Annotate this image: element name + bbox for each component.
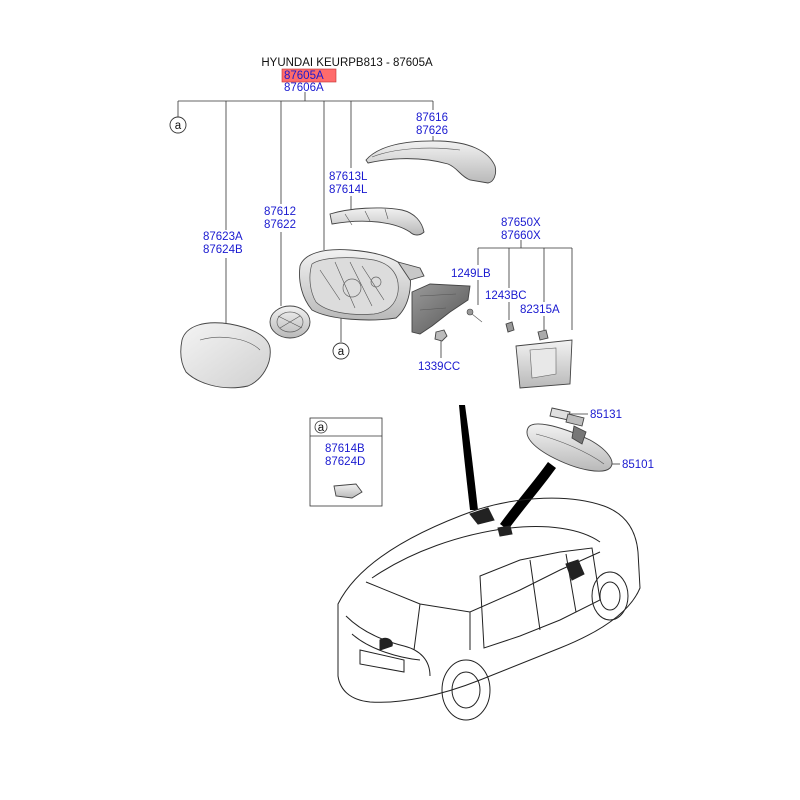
part-label-87650x[interactable]: 87650X [501, 217, 541, 229]
svg-text:a: a [318, 422, 325, 434]
part-label-87616[interactable]: 87616 [416, 112, 448, 124]
part-label-87624d[interactable]: 87624D [325, 456, 365, 468]
inner-mirror-part[interactable] [526, 423, 613, 472]
mirror-actuator-part[interactable] [269, 305, 311, 339]
part-label-87622[interactable]: 87622 [264, 219, 296, 231]
clip-82315a[interactable] [537, 329, 549, 341]
part-label-87626[interactable]: 87626 [416, 125, 448, 137]
mirror-glass-part[interactable] [180, 322, 271, 389]
part-label-82315a[interactable]: 82315A [520, 304, 560, 316]
callout-a-top[interactable]: a [169, 116, 187, 134]
highlight-box [281, 68, 337, 83]
inset-box: a 87614B 87624D [309, 417, 383, 507]
side-repeater-lamp-part[interactable] [333, 483, 363, 499]
part-label-87605a[interactable]: 87605A [284, 70, 324, 82]
part-label-1243bc[interactable]: 1243BC [485, 290, 527, 302]
callout-a-housing[interactable]: a [332, 342, 350, 360]
pointer-arrow-left [459, 405, 478, 510]
nut-1339cc[interactable] [434, 329, 448, 342]
part-label-85131[interactable]: 85131 [590, 409, 622, 421]
mirror-housing-part[interactable] [299, 249, 425, 321]
part-label-87624b[interactable]: 87624B [203, 244, 243, 256]
part-label-85101[interactable]: 85101 [622, 459, 654, 471]
screw-1249lb[interactable] [466, 308, 483, 323]
leader-lines [177, 92, 620, 482]
part-label-1339cc[interactable]: 1339CC [418, 361, 460, 373]
mirror-garnish-part[interactable] [329, 207, 425, 236]
part-label-87614l[interactable]: 87614L [329, 184, 368, 196]
part-label-87660x[interactable]: 87660X [501, 230, 541, 242]
part-label-87614b[interactable]: 87614B [325, 443, 365, 455]
vehicle-illustration [337, 497, 641, 721]
screw-1243bc[interactable] [505, 321, 515, 333]
svg-text:a: a [338, 346, 345, 358]
pointer-arrow-right [500, 462, 556, 530]
mirror-base-part[interactable] [411, 283, 471, 335]
part-label-1249lb[interactable]: 1249LB [451, 268, 491, 280]
part-label-87606a[interactable]: 87606A [284, 82, 324, 94]
svg-text:a: a [175, 120, 182, 132]
part-label-87613l[interactable]: 87613L [329, 171, 368, 183]
part-label-87623a[interactable]: 87623A [203, 231, 243, 243]
part-label-87612[interactable]: 87612 [264, 206, 296, 218]
mirror-cover-part[interactable] [365, 140, 497, 184]
inner-mirror-cover-part[interactable] [549, 407, 585, 427]
diagram-title: HYUNDAI KEURPB813 - 87605A [261, 57, 433, 69]
